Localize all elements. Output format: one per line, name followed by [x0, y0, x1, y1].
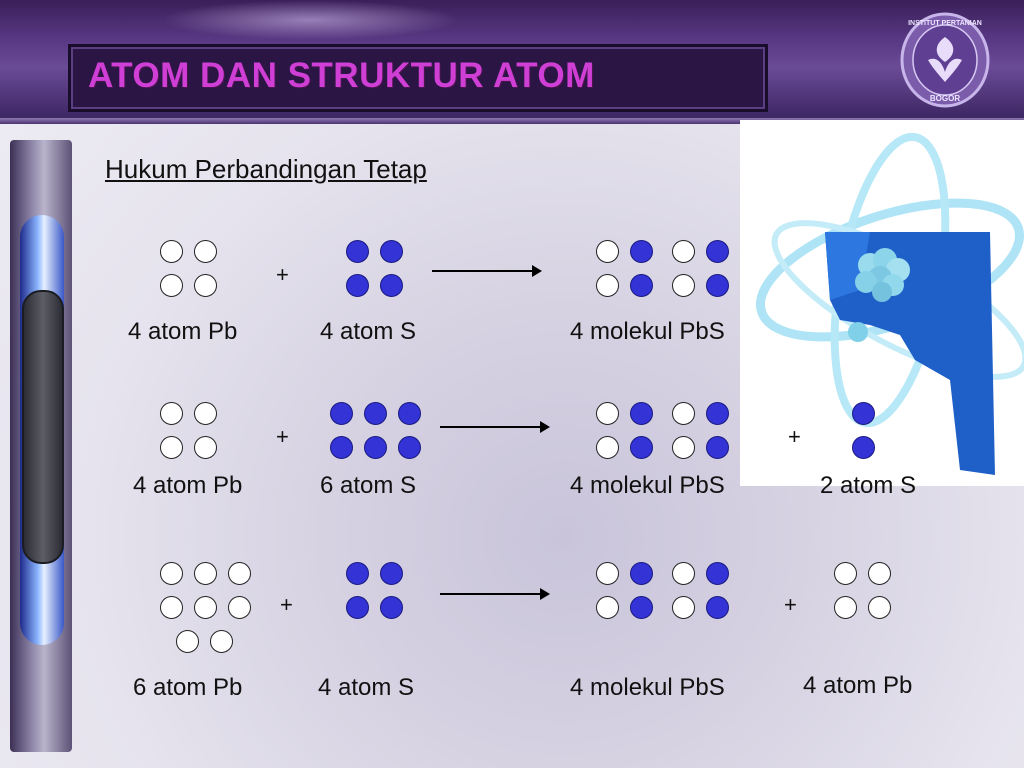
s-atom: [630, 596, 653, 619]
row3-label-s: 4 atom S: [318, 674, 415, 701]
s-atom: [852, 402, 875, 425]
s-atom: [346, 274, 369, 297]
pb-atom: [672, 240, 695, 263]
s-atom: [380, 274, 403, 297]
s-atom: [706, 436, 729, 459]
pb-atom: [672, 562, 695, 585]
pb-atom: [868, 562, 891, 585]
s-atom: [630, 402, 653, 425]
pb-atom: [160, 274, 183, 297]
plus-sign: +: [276, 262, 289, 287]
s-atom: [380, 240, 403, 263]
s-atom: [706, 596, 729, 619]
section-heading: Hukum Perbandingan Tetap: [105, 154, 427, 184]
s-atom: [706, 240, 729, 263]
s-atom: [364, 402, 387, 425]
pb-atom: [596, 240, 619, 263]
reaction-arrow: [440, 588, 550, 600]
row3-label-pbs: 4 molekul PbS: [570, 674, 725, 701]
s-atom: [346, 240, 369, 263]
row2-label-pbs: 4 molekul PbS: [570, 472, 725, 499]
s-atom: [706, 402, 729, 425]
row2-label-pb: 4 atom Pb: [133, 472, 243, 499]
row3-label-excess-pb: 4 atom Pb: [803, 672, 913, 699]
logo-text-bottom: BOGOR: [930, 94, 960, 103]
row3-label-pb: 6 atom Pb: [133, 674, 243, 701]
s-atom: [630, 436, 653, 459]
pb-atom: [596, 562, 619, 585]
s-atom: [706, 562, 729, 585]
pb-atom: [160, 562, 183, 585]
s-atom: [852, 436, 875, 459]
pb-atom: [834, 596, 857, 619]
pb-atom: [672, 274, 695, 297]
s-atom: [398, 402, 421, 425]
row1-label-pbs: 4 molekul PbS: [570, 318, 725, 345]
page-title: ATOM DAN STRUKTUR ATOM: [88, 56, 595, 95]
atom-illustration-icon: [740, 120, 1024, 486]
s-atom: [706, 274, 729, 297]
pb-atom: [160, 240, 183, 263]
reaction-arrow: [440, 421, 550, 433]
row2-label-s: 6 atom S: [320, 472, 417, 499]
s-atom: [346, 562, 369, 585]
s-atom: [364, 436, 387, 459]
s-atom: [330, 402, 353, 425]
row1-label-s: 4 atom S: [320, 318, 417, 345]
pb-atom: [672, 402, 695, 425]
reaction-arrow: [432, 265, 542, 277]
s-atom: [330, 436, 353, 459]
title-frame: [68, 44, 768, 112]
pb-atom: [160, 402, 183, 425]
pb-atom: [228, 562, 251, 585]
row1-label-pb: 4 atom Pb: [128, 318, 238, 345]
header-divider: [0, 118, 1024, 124]
plus-sign: +: [784, 592, 797, 617]
pb-atom: [194, 240, 217, 263]
pb-atom: [672, 596, 695, 619]
pb-atom: [176, 630, 199, 653]
s-atom: [380, 596, 403, 619]
left-rail-handle: [22, 290, 64, 564]
logo-text-top: INSTITUT PERTANIAN: [908, 20, 982, 27]
pb-atom: [160, 596, 183, 619]
pb-atom: [194, 402, 217, 425]
pb-atom: [228, 596, 251, 619]
plus-sign: +: [276, 424, 289, 449]
institut-pertanian-bogor-logo-icon: INSTITUT PERTANIAN BOGOR: [900, 12, 990, 108]
pb-atom: [596, 402, 619, 425]
pb-atom: [160, 436, 183, 459]
header-glow: [160, 0, 460, 40]
pb-atom: [868, 596, 891, 619]
s-atom: [398, 436, 421, 459]
pb-atom: [194, 274, 217, 297]
pb-atom: [194, 562, 217, 585]
pb-atom: [194, 596, 217, 619]
s-atom: [630, 562, 653, 585]
s-atom: [346, 596, 369, 619]
s-atom: [630, 240, 653, 263]
pb-atom: [596, 596, 619, 619]
pb-atom: [596, 274, 619, 297]
row2-label-excess-s: 2 atom S: [820, 472, 917, 499]
s-atom: [630, 274, 653, 297]
pb-atom: [194, 436, 217, 459]
s-atom: [380, 562, 403, 585]
pb-atom: [672, 436, 695, 459]
plus-sign: +: [788, 424, 801, 449]
plus-sign: +: [280, 592, 293, 617]
pb-atom: [596, 436, 619, 459]
pb-atom: [210, 630, 233, 653]
pb-atom: [834, 562, 857, 585]
